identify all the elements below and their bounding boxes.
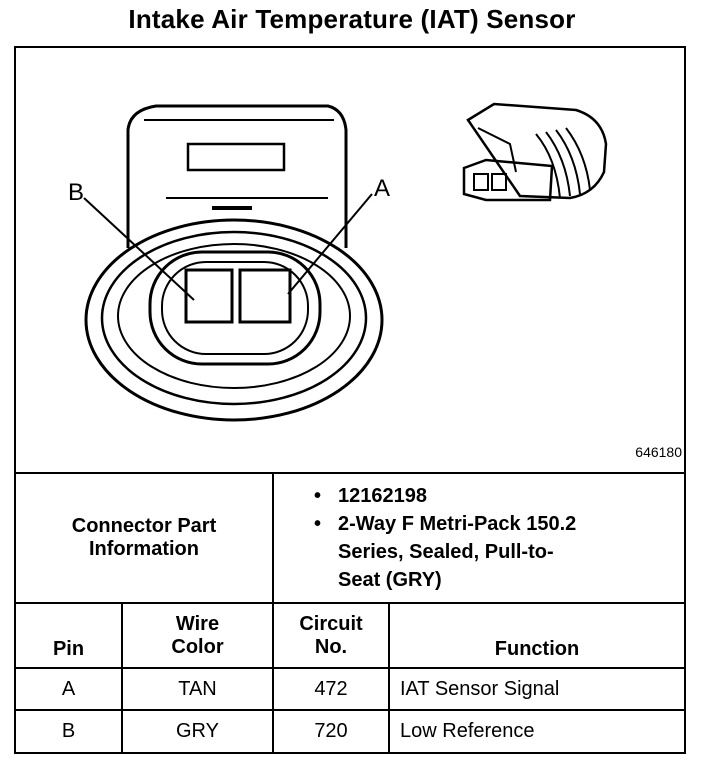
table-frame [14, 46, 686, 754]
divider [121, 602, 123, 754]
header-pin: Pin [52, 638, 85, 660]
connector-3d-drawing [462, 102, 608, 202]
divider [388, 602, 390, 754]
page-title: Intake Air Temperature (IAT) Sensor [128, 4, 576, 34]
divider [14, 602, 686, 604]
row-b-function: Low Reference [400, 720, 535, 742]
row-b-wire-color: GRY [176, 720, 219, 742]
divider [14, 472, 686, 474]
pin-a-label: A [374, 175, 390, 202]
row-b-circuit: 720 [314, 720, 348, 742]
figure-id: 646180 [635, 444, 682, 460]
row-a-circuit: 472 [314, 677, 348, 700]
connector-face-drawing [84, 104, 384, 422]
divider [14, 667, 686, 669]
pin-b-label: B [68, 179, 84, 206]
row-a-pin: A [61, 677, 76, 700]
row-a-function: IAT Sensor Signal [400, 677, 560, 700]
connector-diagram: B A [68, 102, 608, 422]
row-b-pin: B [61, 720, 76, 742]
header-circuit-no: Circuit No. [299, 612, 363, 658]
header-wire-color: Wire Color [171, 612, 224, 658]
connector-info: 12162198 2-Way F Metri-Pack 150.2 Series… [312, 482, 588, 594]
header-function: Function [494, 638, 580, 660]
row-a-wire-color: TAN [178, 677, 217, 700]
pin-leader-lines [83, 193, 373, 301]
connector-part-label: Connector Part Information [71, 515, 217, 560]
connector-description: 2-Way F Metri-Pack 150.2 Series, Sealed,… [312, 510, 588, 594]
part-number: 12162198 [312, 482, 588, 510]
divider [14, 709, 686, 711]
divider [272, 472, 274, 754]
